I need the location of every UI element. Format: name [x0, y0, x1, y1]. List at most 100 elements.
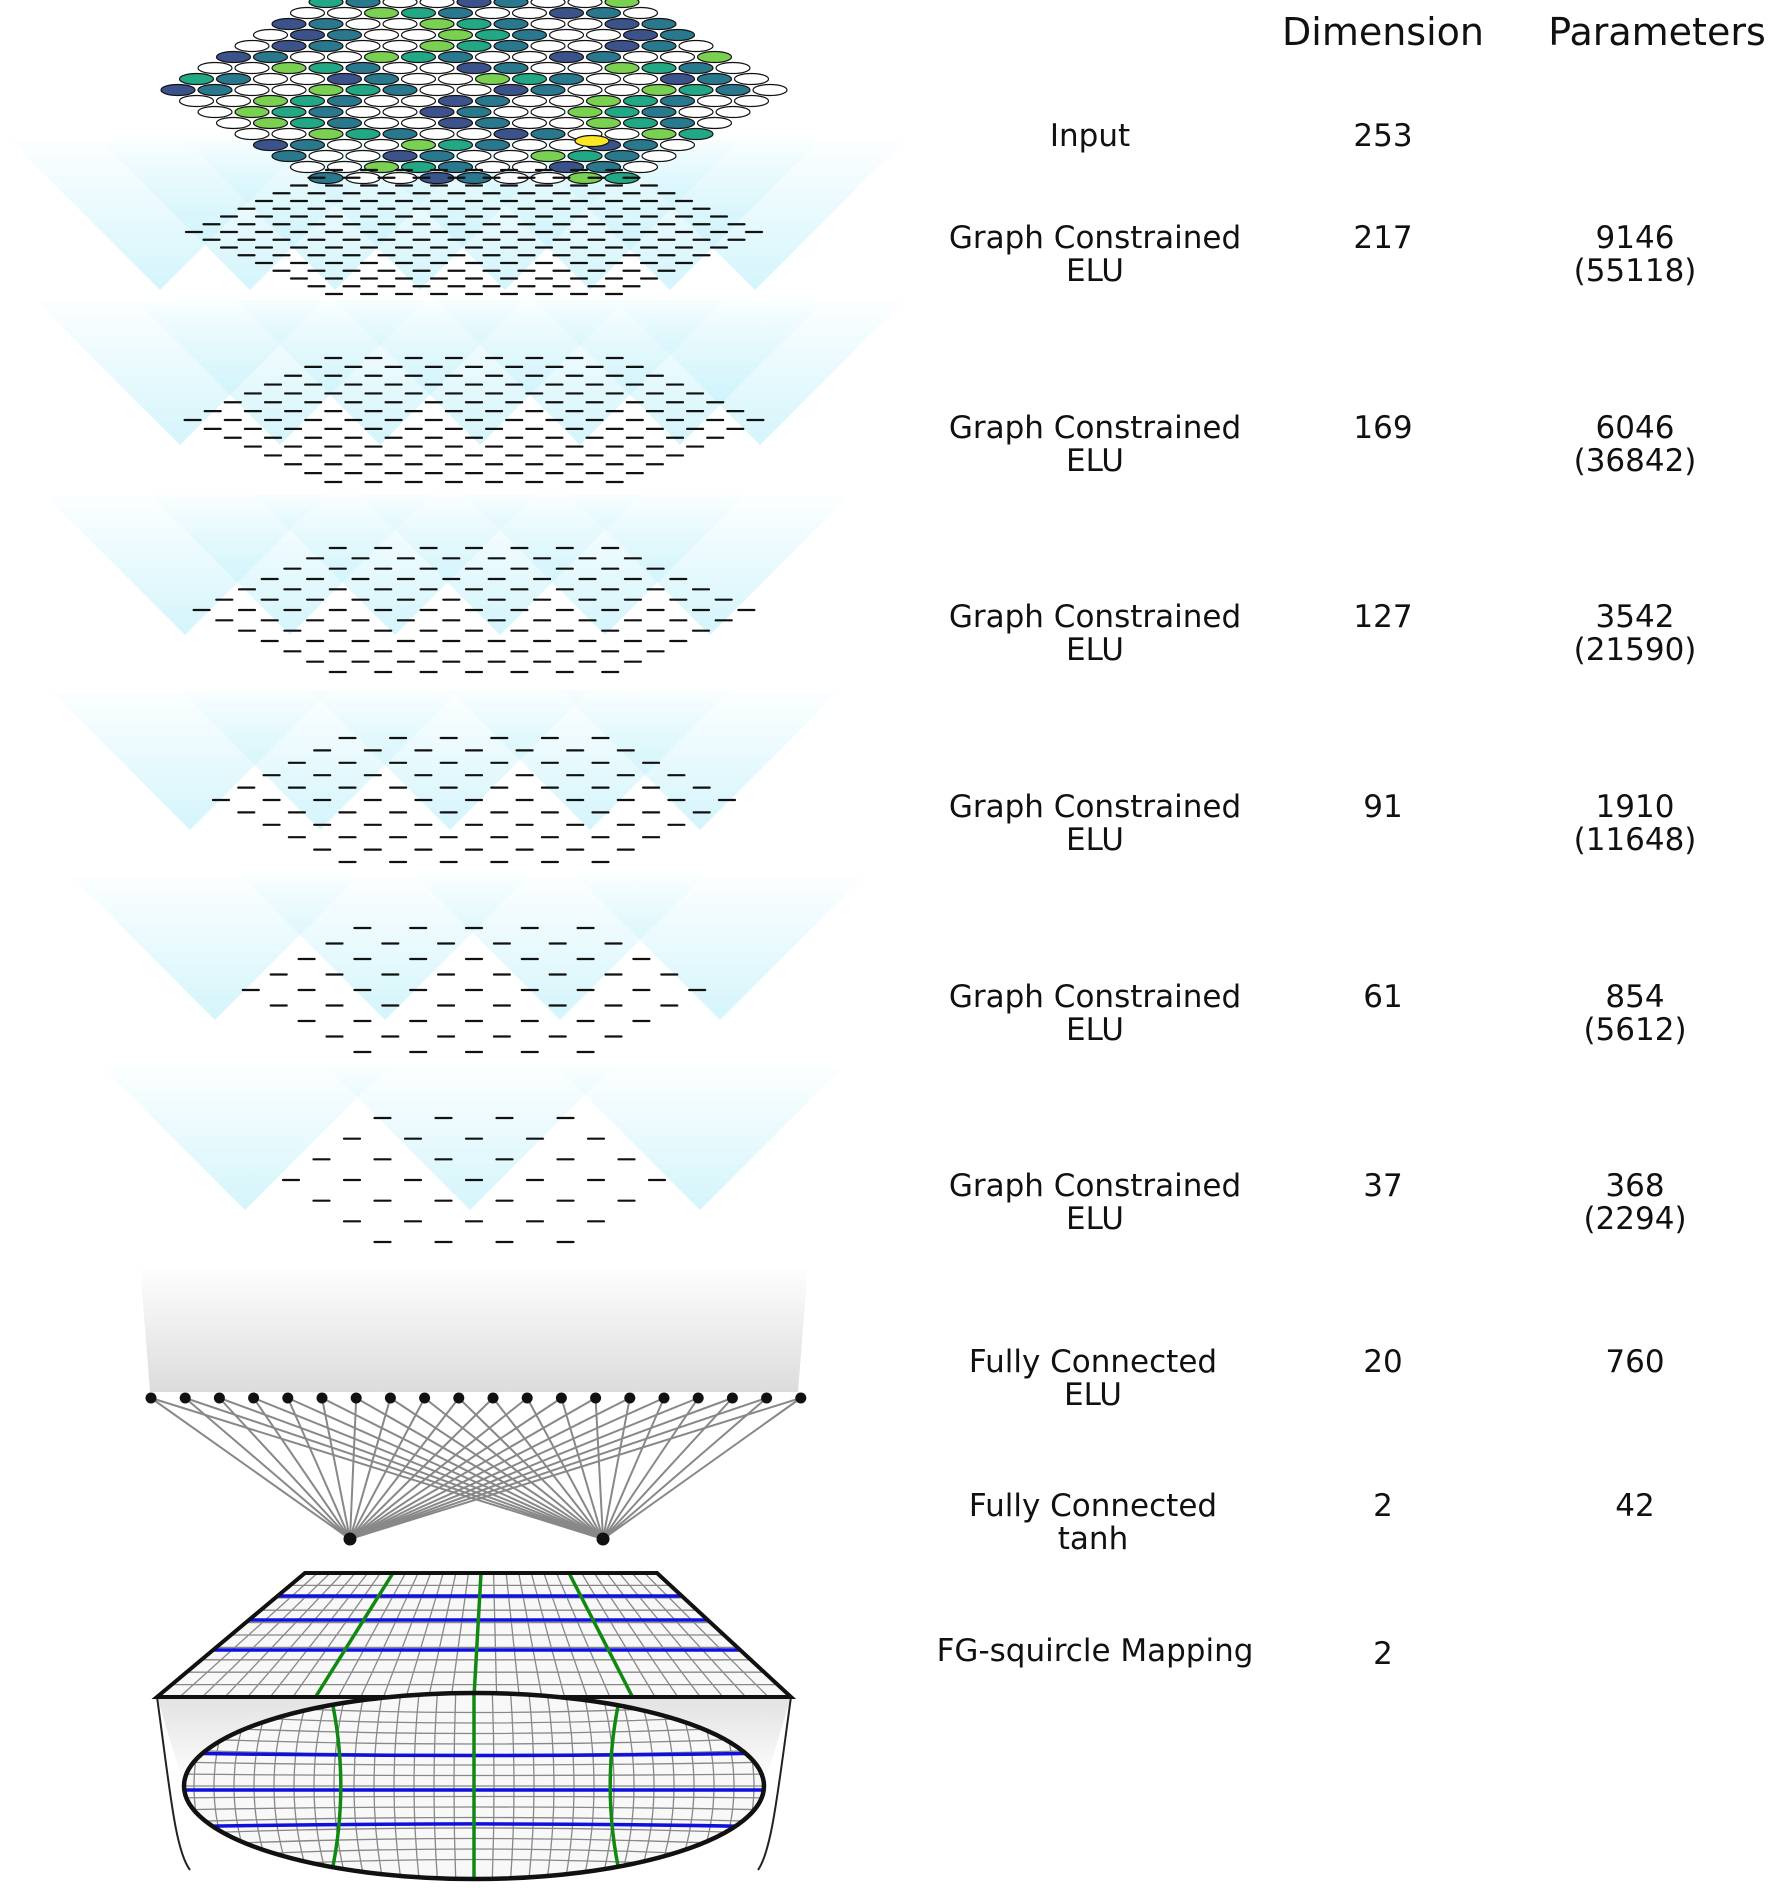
input-node: [234, 39, 270, 53]
major-grid-line: [567, 1573, 635, 1697]
layer-params-total: (2294): [1583, 1201, 1687, 1237]
input-node: [567, 0, 603, 9]
input-node: [641, 39, 677, 53]
input-node: [326, 94, 363, 108]
layer-params-value: 368: [1605, 1168, 1665, 1204]
layer-name-line1: Fully Connected: [968, 1344, 1218, 1380]
input-node: [437, 6, 474, 20]
input-node: [604, 39, 640, 53]
input-node: [696, 94, 733, 108]
input-node: [456, 127, 492, 141]
input-node: [474, 116, 511, 130]
input-node: [252, 72, 289, 86]
layer-params-value: 760: [1605, 1344, 1665, 1380]
input-node: [215, 94, 252, 108]
receptive-field-cone: [575, 875, 865, 1020]
input-node: [530, 61, 566, 75]
input-node: [530, 83, 566, 97]
dense-connection: [321, 1397, 604, 1540]
input-node: [530, 149, 566, 163]
layer-params-total: (36842): [1573, 443, 1697, 479]
input-node: [437, 28, 474, 42]
layer-name-line2: ELU: [1065, 253, 1125, 289]
input-node: [326, 28, 363, 42]
input-node: [252, 116, 289, 130]
input-node: [308, 105, 344, 119]
dense-connection: [349, 1397, 733, 1540]
input-node: [234, 83, 270, 97]
input-node: [326, 116, 363, 130]
input-node: [715, 105, 751, 119]
input-node: [456, 83, 492, 97]
input-node: [308, 83, 344, 97]
input-node: [493, 149, 529, 163]
layer-parameters: 9146 (55118): [1574, 222, 1697, 288]
input-node: [271, 149, 307, 163]
input-node: [197, 105, 233, 119]
input-node: [604, 83, 640, 97]
dense-node: [350, 1392, 362, 1404]
input-node: [363, 72, 400, 86]
input-node: [585, 72, 622, 86]
dense-connection: [349, 1397, 562, 1540]
input-node: [178, 94, 215, 108]
input-node: [197, 61, 233, 75]
input-node: [604, 127, 640, 141]
input-node: [456, 149, 492, 163]
dense-node: [316, 1392, 328, 1404]
layer-name: Input: [1050, 120, 1130, 153]
receptive-field-cone: [560, 690, 840, 830]
input-node: [574, 134, 610, 148]
dense-connection: [355, 1397, 604, 1540]
input-node: [271, 83, 307, 97]
input-node: [752, 83, 788, 97]
input-node: [493, 83, 529, 97]
input-node: [345, 0, 381, 9]
dense-node: [795, 1392, 807, 1404]
input-node: [252, 94, 289, 108]
layer-dimension: 169: [1353, 410, 1413, 446]
input-node: [252, 28, 289, 42]
layer-name: Graph Constrained ELU: [949, 601, 1241, 667]
input-node: [419, 39, 455, 53]
input-node: [271, 17, 307, 31]
layer-name-line2: ELU: [1065, 632, 1125, 668]
input-node: [308, 17, 344, 31]
major-grid-line: [472, 1573, 483, 1697]
dense-connection: [349, 1397, 699, 1540]
input-node: [530, 39, 566, 53]
parameters-column-header: Parameters: [1548, 10, 1766, 54]
input-node: [400, 50, 437, 64]
input-node: [400, 28, 437, 42]
layer-params-value: 854: [1605, 979, 1665, 1015]
layer-parameters: 368 (2294): [1583, 1170, 1686, 1236]
dense-connection: [349, 1397, 528, 1540]
input-node: [326, 138, 363, 152]
dense-connection: [389, 1397, 604, 1540]
input-node: [419, 17, 455, 31]
dense-connection: [349, 1397, 767, 1540]
input-node: [308, 149, 344, 163]
input-node: [678, 39, 714, 53]
input-node: [382, 0, 418, 9]
input-node: [382, 127, 418, 141]
dense-connection: [252, 1397, 351, 1540]
layer-params-total: (21590): [1573, 632, 1697, 668]
dense-connection: [287, 1397, 604, 1540]
input-node: [437, 50, 474, 64]
input-node: [474, 6, 511, 20]
input-node: [419, 105, 455, 119]
input-node: [400, 116, 437, 130]
layer-name-line2: tanh: [1057, 1521, 1129, 1557]
input-node: [474, 28, 511, 42]
input-node: [271, 39, 307, 53]
dense-connection: [253, 1397, 604, 1540]
layer-name: Fully Connected tanh: [969, 1490, 1217, 1556]
input-node: [493, 61, 529, 75]
dense-node: [384, 1392, 396, 1404]
receptive-field-cone: [555, 1065, 845, 1210]
layer-dimension: 217: [1353, 220, 1413, 256]
input-node: [474, 94, 511, 108]
input-node: [345, 61, 381, 75]
